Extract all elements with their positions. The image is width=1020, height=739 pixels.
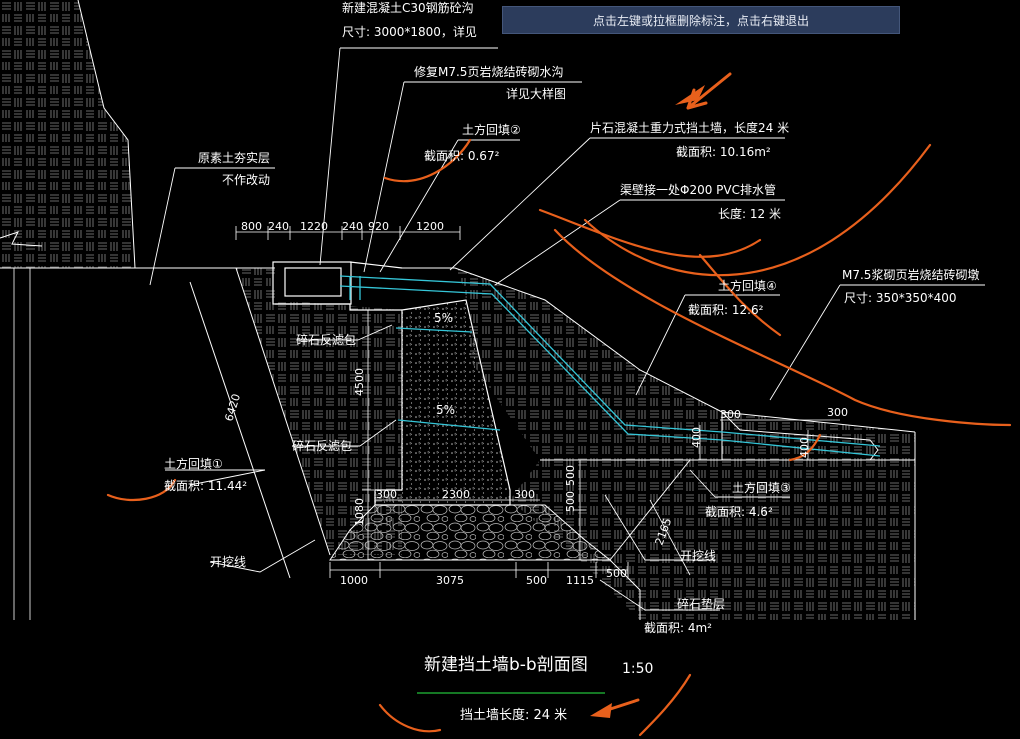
label-excavation-left: 开挖线 (210, 554, 246, 569)
dim-pier-w1: 300 (720, 408, 741, 421)
label-fill3-title: 土方回填③ (732, 480, 791, 495)
drawing-scale: 1:50 (622, 661, 653, 677)
label-fill4-area: 截面积: 12.6² (688, 303, 764, 317)
delete-annotation-hint-bar: 点击左键或拉框删除标注，点击右键退出 (502, 6, 900, 34)
label-fill2-area: 截面积: 0.67² (424, 149, 500, 163)
dim-top-1: 800 (241, 220, 262, 233)
dim-bottom-2: 3075 (436, 574, 464, 587)
dimension-labels: 800 240 1220 240 920 1200 1000 3075 500 … (222, 220, 848, 587)
backfill-zone-4 (455, 268, 915, 460)
dim-height-500a: 500 (564, 465, 577, 486)
label-wall-title: 片石混凝土重力式挡土墙，长度24 米 (590, 120, 789, 135)
label-filter-2: 碎石反滤包 (292, 438, 352, 453)
section-outlines (0, 267, 916, 620)
label-soil-layer-2: 不作改动 (222, 173, 270, 187)
label-fill4-title: 土方回填④ (718, 278, 777, 293)
leader-lines (149, 47, 985, 611)
dim-base-1: 300 (376, 488, 397, 501)
label-fill1-title: 土方回填① (164, 456, 223, 471)
dim-top-6: 1200 (416, 220, 444, 233)
dim-pier-h2: 400 (798, 437, 811, 458)
label-fill1-area: 截面积: 11.44² (164, 479, 247, 493)
dim-height-500b: 500 (564, 491, 577, 512)
drainage-ditch (272, 261, 403, 311)
label-slope-1: 5% (434, 311, 453, 325)
dim-top-4: 240 (342, 220, 363, 233)
label-fill2-title: 土方回填② (462, 122, 521, 137)
dim-pier-h1: 400 (690, 427, 703, 448)
dim-pier-w2: 300 (827, 406, 848, 419)
wall-length-note: 挡土墙长度: 24 米 (460, 707, 567, 723)
dim-bottom-5: 500 (606, 567, 627, 580)
label-ditch-2: 详见大样图 (506, 86, 566, 101)
backfill-zone-3 (510, 460, 915, 620)
label-pier-title: M7.5浆砌页岩烧结砖砌墩 (842, 267, 979, 282)
label-pipe-length: 长度: 12 米 (718, 206, 781, 221)
markup-curves (106, 138, 1012, 737)
label-top-cut: 新建混凝土C30钢筋砼沟 (342, 0, 474, 15)
dim-base-3: 300 (514, 488, 535, 501)
dim-height-1080: 1080 (353, 498, 366, 526)
red-arrow-icon (675, 72, 732, 110)
label-gravel-area: 截面积: 4m² (644, 621, 712, 635)
dim-top-5: 920 (368, 220, 389, 233)
label-pier-size: 尺寸: 350*350*400 (844, 291, 957, 305)
dimension-lines (235, 226, 840, 578)
label-filter-1: 碎石反滤包 (296, 332, 356, 347)
label-wall-area: 截面积: 10.16m² (676, 145, 771, 159)
dim-bottom-4: 1115 (566, 574, 594, 587)
label-ditch-1: 修复M7.5页岩烧结砖砌水沟 (414, 64, 563, 79)
dim-bottom-3: 500 (526, 574, 547, 587)
dim-top-2: 240 (268, 220, 289, 233)
label-top-size: 尺寸: 3000*1800，详见 (342, 24, 477, 39)
dim-base-2: 2300 (442, 488, 470, 501)
label-soil-layer-1: 原素土夯实层 (198, 150, 270, 165)
label-fill3-area: 截面积: 4.6² (705, 505, 773, 519)
drawing-title: 新建挡土墙b-b剖面图 (424, 655, 588, 675)
red-arrow-icon (590, 698, 640, 718)
pvc-drain-pipe (339, 275, 881, 457)
backfill-zone-1 (236, 268, 402, 555)
label-gravel-title: 碎石垫层 (677, 596, 725, 611)
dim-height-4500: 4500 (353, 368, 366, 396)
label-slope-2: 5% (436, 403, 455, 417)
left-terrain (0, 0, 136, 620)
label-excavation-right: 开挖线 (680, 548, 716, 563)
dim-bottom-1: 1000 (340, 574, 368, 587)
label-pipe-title: 渠壁接一处Φ200 PVC排水管 (620, 182, 776, 197)
dim-top-3: 1220 (300, 220, 328, 233)
annotation-labels: 新建混凝土C30钢筋砼沟 尺寸: 3000*1800，详见 修复M7.5页岩烧结… (164, 0, 979, 635)
